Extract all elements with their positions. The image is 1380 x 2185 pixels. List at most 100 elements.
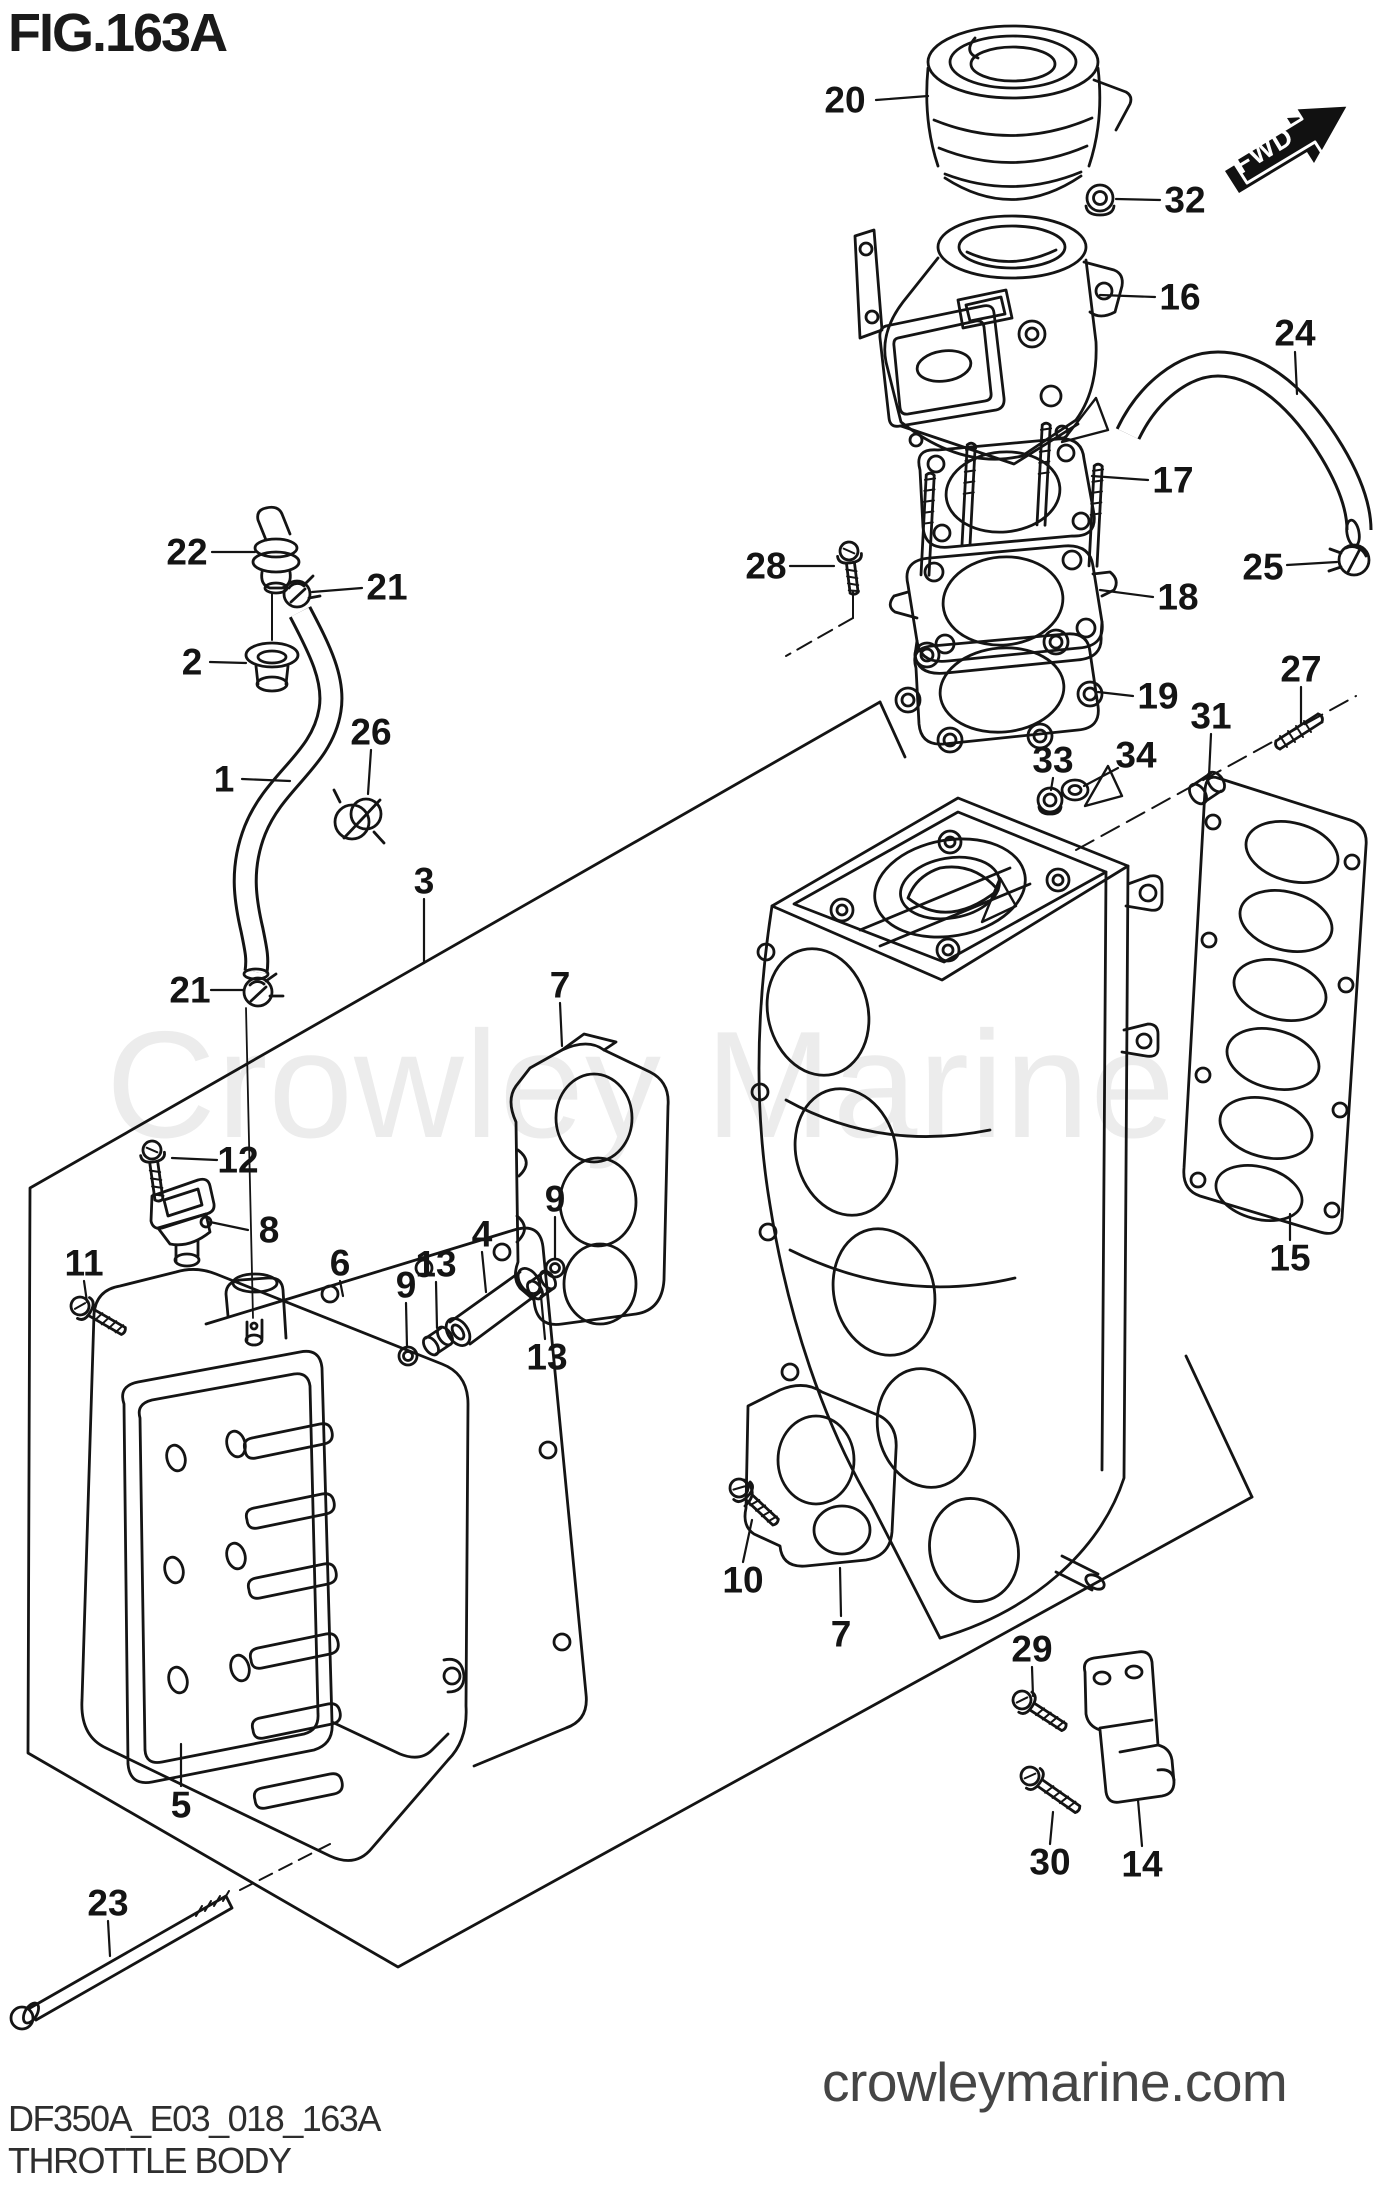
part-13-bushing-left (422, 1325, 454, 1357)
leader-line (310, 586, 364, 594)
leader-lines (82, 94, 1339, 1958)
leader-line (1098, 293, 1157, 299)
part-number-label: 7 (830, 1613, 852, 1655)
leader-line (1098, 588, 1155, 599)
part-number-label: 20 (824, 79, 866, 121)
clamp-to-nipple-line (245, 1007, 254, 1319)
part-number-label: 32 (1164, 179, 1206, 221)
leader-line (434, 1280, 439, 1330)
fwd-direction-arrow: FWD (1225, 103, 1351, 193)
leader-line (1114, 197, 1162, 202)
figure-title: FIG.163A (8, 3, 228, 63)
part-number-label: 33 (1032, 739, 1074, 781)
part-number-label: 25 (1242, 546, 1284, 588)
part-number-label: 10 (722, 1559, 764, 1601)
part-number-label: 7 (549, 964, 571, 1006)
part-number-label: 23 (87, 1882, 129, 1924)
site-url: crowleymarine.com (822, 2051, 1288, 2113)
part-number-label: 27 (1280, 648, 1322, 690)
leader-line (741, 1518, 754, 1564)
leader-line (1048, 1810, 1055, 1846)
leader-line (1285, 560, 1339, 567)
leader-line (170, 1156, 219, 1162)
drawing-code: DF350A_E03_018_163A (8, 2098, 381, 2139)
part-15-intake-manifold-gasket (1182, 775, 1368, 1235)
part-number-label: 4 (471, 1213, 493, 1255)
part-number-label: 31 (1190, 695, 1232, 737)
part-23-long-bolt (9, 1843, 331, 2031)
leader-line (404, 1301, 409, 1349)
part-number-label: 6 (329, 1242, 351, 1284)
part-11-case-bolt (69, 1295, 127, 1336)
part-16-throttle-body (853, 214, 1124, 466)
leader-line (480, 1250, 488, 1294)
part-number-label: 12 (217, 1139, 259, 1181)
figure-name: THROTTLE BODY (8, 2140, 292, 2181)
part-29-bracket-bolt (1011, 1689, 1068, 1732)
part-number-label: 26 (350, 711, 392, 753)
part-number-label: 21 (169, 969, 211, 1011)
mounting-studs (919, 421, 1105, 577)
part-number-label: 2 (181, 641, 203, 683)
part-number-label: 28 (745, 545, 787, 587)
part-number-label: 34 (1115, 734, 1157, 776)
part-2-grommet (244, 641, 300, 693)
part-25-hose-clamp (1327, 543, 1371, 577)
part-number-label: 22 (166, 531, 208, 573)
assembly-axis-line (1075, 695, 1357, 851)
part-number-label: 29 (1011, 1628, 1053, 1670)
part-number-label: 1 (213, 758, 235, 800)
leader-line (1030, 1665, 1035, 1698)
part-number-label: 9 (544, 1178, 566, 1220)
part-number-label: 19 (1137, 675, 1179, 717)
leader-line (106, 1919, 112, 1958)
part-number-label: 8 (258, 1209, 280, 1251)
leader-line (338, 1279, 345, 1298)
leader-line (1207, 732, 1213, 778)
part-22-check-valve (251, 505, 301, 595)
part-30-bracket-bolt (1019, 1765, 1082, 1814)
part-33-nut (1036, 786, 1064, 816)
part-7-intake-pipe-upper (509, 1032, 670, 1326)
leader-line (1082, 766, 1120, 788)
part-number-label: 13 (526, 1336, 568, 1378)
bolt-28-axis (785, 591, 854, 657)
leader-line (539, 1294, 547, 1341)
intake-manifold-body (750, 796, 1164, 1640)
watermark: Crowley Marine (106, 1000, 1176, 1170)
part-number-label: 30 (1029, 1841, 1071, 1883)
part-3-intake-assembly-box (26, 700, 1254, 1969)
part-34-washer (1060, 778, 1090, 802)
leader-line (240, 777, 292, 783)
part-5-silencer-case (80, 1268, 470, 1862)
part-28-spacer-bolt (836, 540, 863, 596)
leader-line (82, 1279, 89, 1304)
leader-line (1136, 1798, 1144, 1848)
leader-line (838, 1566, 843, 1618)
leader-line (874, 94, 930, 102)
part-number-label: 18 (1157, 576, 1199, 618)
part-number-label: 17 (1152, 459, 1194, 501)
part-number-label: 15 (1269, 1237, 1311, 1279)
leader-line (1293, 350, 1299, 396)
part-21-clamp-lower (242, 972, 285, 1008)
leader-line (558, 1001, 564, 1048)
part-20-intake-boot (925, 24, 1133, 201)
leader-line (1090, 474, 1150, 482)
part-number-label: 21 (366, 566, 408, 608)
leader-line (366, 748, 373, 796)
leader-line (1096, 690, 1135, 698)
part-26-wire-clamp (332, 788, 386, 845)
part-number-label: 5 (170, 1784, 192, 1826)
part-number-label: 11 (64, 1242, 104, 1284)
part-number-label: 3 (413, 860, 435, 902)
part-number-label: 9 (395, 1264, 417, 1306)
part-number-label: 14 (1121, 1843, 1163, 1885)
leader-line (1049, 776, 1055, 792)
leader-line (208, 660, 248, 665)
part-14-bracket (1083, 1650, 1176, 1804)
part-number-label: 24 (1274, 312, 1316, 354)
leader-line (208, 1220, 250, 1232)
